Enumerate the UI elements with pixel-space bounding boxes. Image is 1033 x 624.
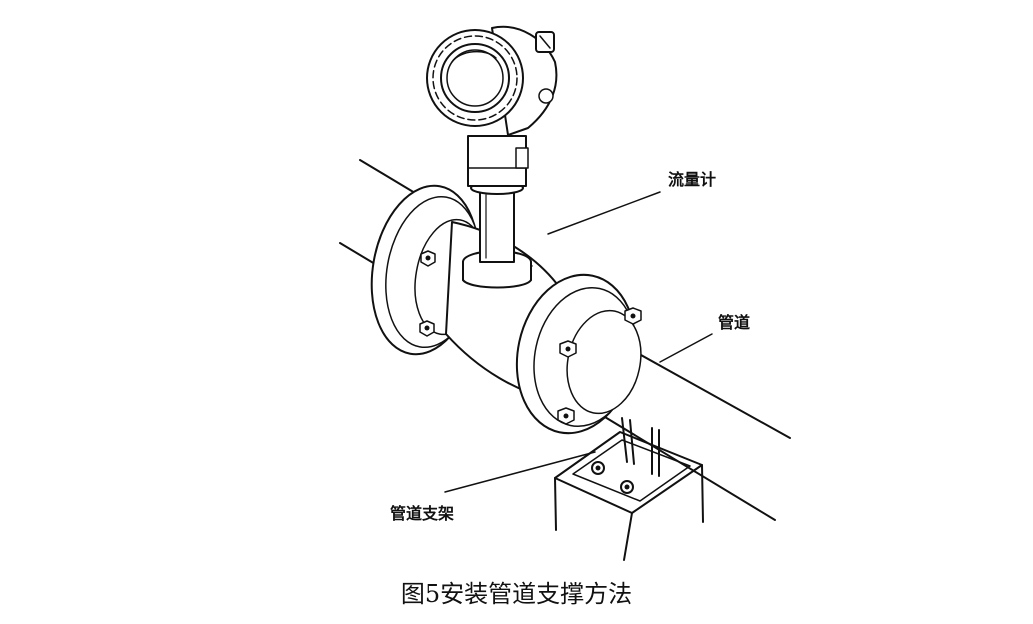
bolt-right-bottom <box>557 407 575 425</box>
meter-neck <box>462 135 532 289</box>
label-flowmeter: 流量计 <box>668 170 717 189</box>
transmitter-head <box>426 25 558 136</box>
flange-bolts <box>419 250 642 425</box>
bolt-right-left <box>559 340 577 358</box>
label-pipe-support: 管道支架 <box>390 504 455 523</box>
bolt-left-upper <box>420 250 436 267</box>
leader-flowmeter <box>547 191 661 235</box>
pipe-support-base <box>554 431 704 561</box>
bolt-left-lower <box>419 320 435 337</box>
label-pipe: 管道 <box>718 313 751 332</box>
bolt-right-top <box>624 307 642 325</box>
figure-caption: 图5安装管道支撑方法 <box>400 580 633 608</box>
support-rods <box>621 417 660 477</box>
leader-support <box>444 451 596 493</box>
leader-pipe <box>659 333 713 363</box>
leader-lines <box>444 191 713 493</box>
right-flange <box>515 273 642 435</box>
